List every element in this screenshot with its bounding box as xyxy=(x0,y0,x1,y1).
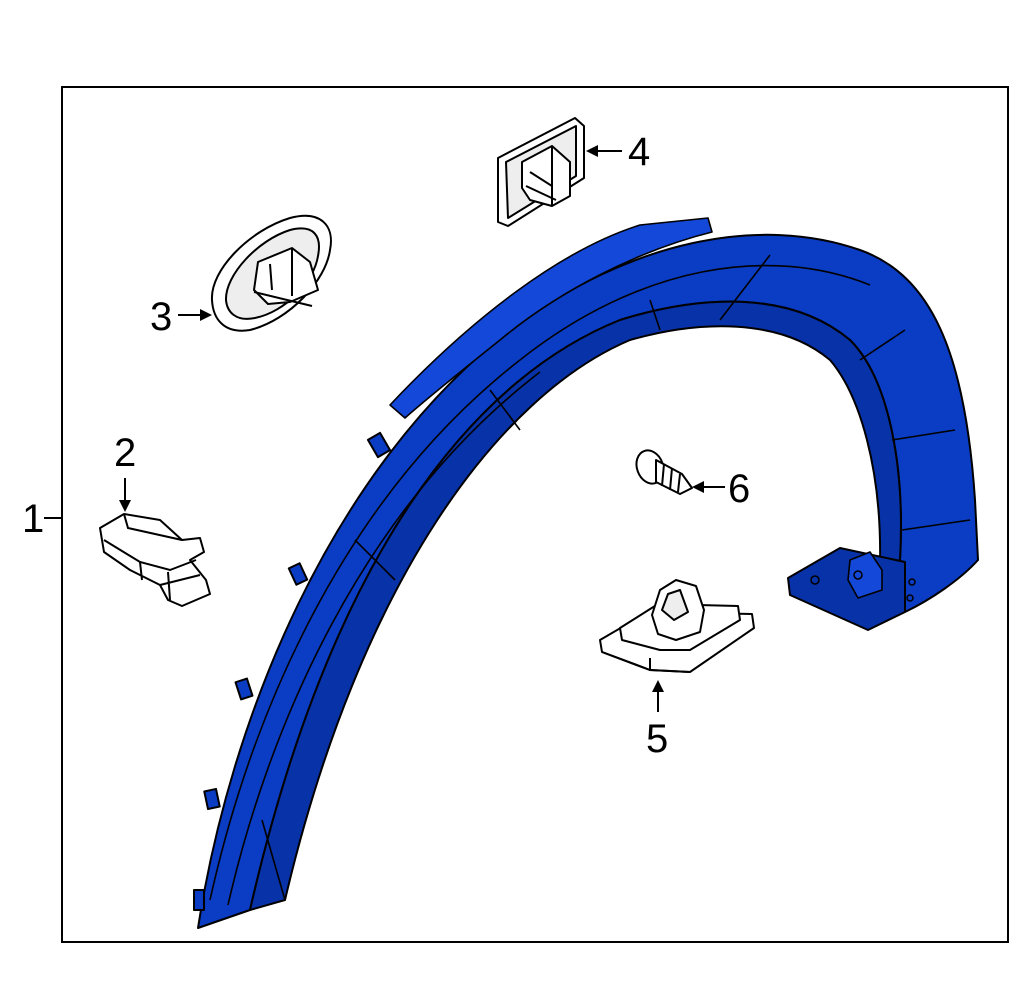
callout-4: 4 xyxy=(586,130,650,174)
clip-part-2[interactable] xyxy=(99,513,211,607)
callout-2: 2 xyxy=(114,431,136,512)
callout-5: 5 xyxy=(646,680,668,761)
callout-1: 1 xyxy=(22,497,62,541)
screw-part-6[interactable] xyxy=(632,447,693,495)
wheel-arch-molding[interactable] xyxy=(193,217,979,929)
callout-3: 3 xyxy=(150,295,212,339)
grommet-part-3[interactable] xyxy=(210,214,332,332)
callout-4-label: 4 xyxy=(628,130,650,174)
callout-1-label: 1 xyxy=(22,497,44,541)
callout-6-label: 6 xyxy=(728,467,750,511)
callout-3-label: 3 xyxy=(150,295,172,339)
nut-clip-part-5[interactable] xyxy=(599,579,755,673)
diagram-frame xyxy=(61,86,1009,943)
callout-5-label: 5 xyxy=(646,717,668,761)
callout-2-label: 2 xyxy=(114,431,136,475)
callout-6: 6 xyxy=(692,467,750,511)
retainer-part-4[interactable] xyxy=(497,117,585,227)
